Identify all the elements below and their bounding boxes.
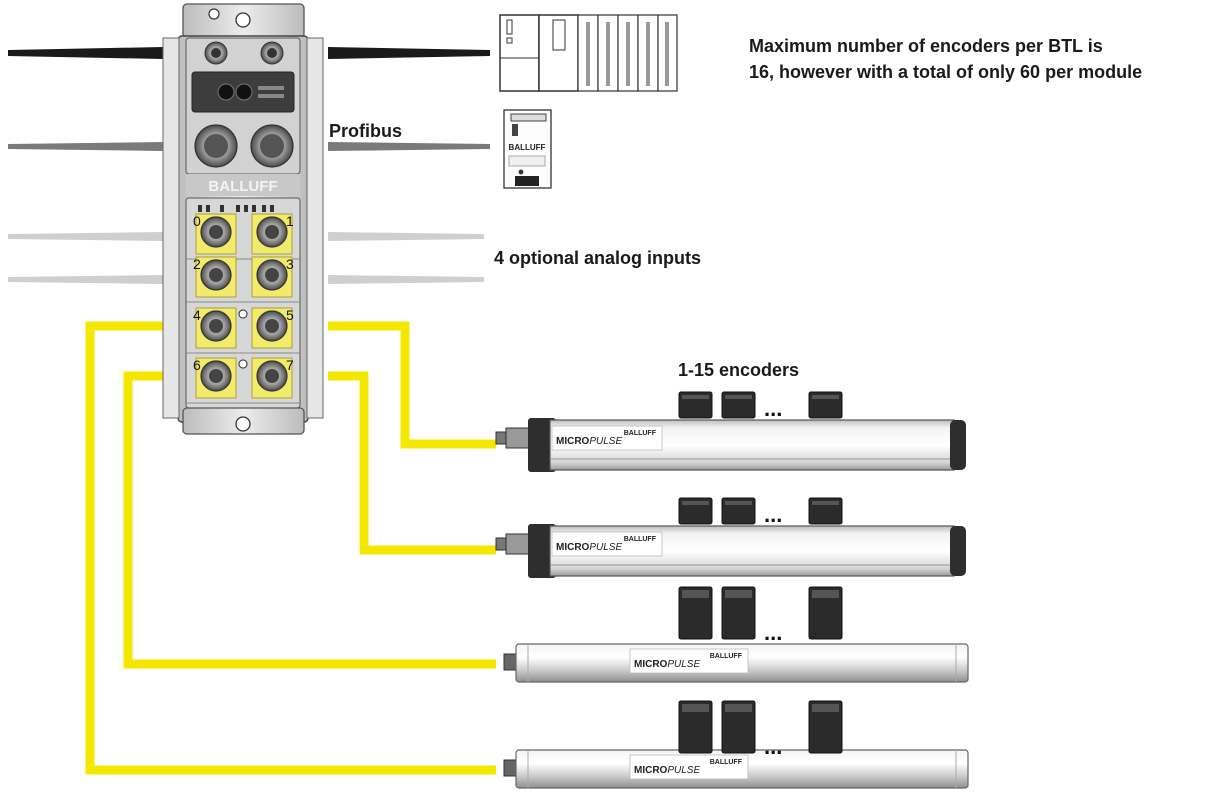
- flat-magnet-3: [808, 391, 843, 419]
- port-number-7: 7: [286, 357, 294, 373]
- sensor-brand: BALLUFF: [710, 653, 743, 660]
- block-magnet-5: [721, 700, 756, 754]
- io-port-7: 7: [238, 357, 294, 399]
- sensor-label-plate: [629, 754, 749, 780]
- block-magnet-2: [721, 586, 756, 640]
- block-magnet-4: [678, 700, 713, 754]
- port-number-2: 2: [193, 256, 201, 272]
- gray-cable-left: [8, 142, 163, 151]
- flat-magnet-4: [678, 497, 713, 525]
- profibus-label: Profibus: [329, 121, 403, 141]
- sensor-brand: BALLUFF: [710, 759, 743, 766]
- mount-hole-bottom: [235, 416, 251, 432]
- power-supply: BALLUFF: [503, 109, 552, 189]
- sensor-product-name: MICROPULSE: [556, 436, 622, 447]
- light-cable-left-2: [8, 275, 163, 284]
- sensor-product-name: MICROPULSE: [556, 542, 622, 553]
- ground-screw-icon: [208, 8, 220, 20]
- light-cable-left-1: [8, 232, 163, 241]
- io-port-3: 3: [251, 256, 294, 298]
- analog-inputs-label: 4 optional analog inputs: [494, 248, 701, 268]
- light-cable-right-2: [328, 275, 484, 284]
- black-cable-right: [328, 47, 490, 59]
- light-cable-right-1: [328, 232, 484, 241]
- psu-brand: BALLUFF: [509, 143, 546, 152]
- gray-cable-right: [328, 142, 490, 151]
- rotary-switch-2: [235, 83, 253, 101]
- flat-magnet-5: [721, 497, 756, 525]
- sensor-label-plate: [551, 531, 663, 557]
- block-magnet-6: [808, 700, 843, 754]
- flat-magnet-2: [721, 391, 756, 419]
- flat-magnet-1: [678, 391, 713, 419]
- yellow-cable-port4: [85, 321, 496, 775]
- block-magnet-1: [678, 586, 713, 640]
- sensor-brand: BALLUFF: [624, 536, 657, 543]
- sensor-product-name: MICROPULSE: [634, 659, 700, 670]
- yellow-cables: [85, 321, 496, 775]
- io-port-6: 6: [193, 357, 248, 399]
- module-brand: BALLUFF: [208, 178, 277, 195]
- io-port-0: 0: [193, 213, 237, 255]
- sensor-label-plate: [551, 425, 663, 451]
- module-io-ports: 0 1 2 3 4 5 6 7: [186, 213, 300, 404]
- left-cables: [8, 47, 163, 284]
- right-cables: [328, 47, 490, 284]
- micropulse-rod-sensor-1: BALLUFF MICROPULSE: [503, 643, 969, 683]
- black-cable-left: [8, 47, 163, 59]
- sensor-label-plate: [629, 648, 749, 674]
- rotary-switch-1: [217, 83, 235, 101]
- io-port-2: 2: [193, 256, 237, 298]
- encoder-ellipsis: ...: [764, 502, 782, 527]
- micropulse-rod-sensor-2: BALLUFF MICROPULSE: [503, 749, 969, 789]
- port-number-5: 5: [286, 307, 294, 323]
- led-row: [198, 205, 274, 212]
- position-encoders: ............: [678, 391, 843, 759]
- max-encoders-note-line1: Maximum number of encoders per BTL is: [749, 36, 1103, 56]
- port-number-1: 1: [286, 213, 294, 229]
- sensor-brand: BALLUFF: [624, 430, 657, 437]
- yellow-cable-port7: [328, 371, 496, 555]
- yellow-cable-port6: [123, 371, 496, 669]
- port-number-0: 0: [193, 213, 201, 229]
- port-number-6: 6: [193, 357, 201, 373]
- encoder-ellipsis: ...: [764, 734, 782, 759]
- module-flange-left: [162, 37, 180, 419]
- io-port-1: 1: [251, 213, 294, 255]
- encoder-sensors: BALLUFFMICROPULSEBALLUFFMICROPULSEBALLUF…: [495, 418, 969, 789]
- encoders-count-label: 1-15 encoders: [678, 360, 800, 380]
- mount-hole-top: [235, 12, 251, 28]
- port-number-4: 4: [193, 307, 201, 323]
- block-magnet-3: [808, 586, 843, 640]
- module-flange-right: [306, 37, 324, 419]
- flat-magnet-6: [808, 497, 843, 525]
- max-encoders-note-line2: 16, however with a total of only 60 per …: [749, 62, 1143, 82]
- yellow-cable-port5: [328, 321, 496, 449]
- io-port-5: 5: [238, 307, 294, 349]
- sensor-product-name: MICROPULSE: [634, 765, 700, 776]
- port-number-3: 3: [286, 256, 294, 272]
- module-brand-band: [186, 174, 300, 196]
- balluff-module: BALLUFF 0 1 2 3 4 5 6 7: [162, 3, 324, 435]
- plc-controller: [499, 14, 678, 92]
- encoder-ellipsis: ...: [764, 620, 782, 645]
- encoder-ellipsis: ...: [764, 396, 782, 421]
